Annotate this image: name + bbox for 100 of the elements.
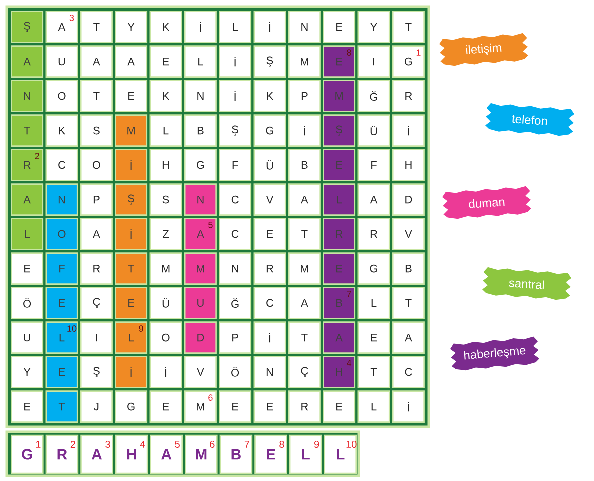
grid-cell: F [46,252,78,285]
grid-cell: E [323,390,356,423]
clue-number: 8 [280,440,284,448]
grid-cell: H [150,149,182,182]
grid-cell: Ş [219,114,252,147]
grid-cell: N [219,252,252,285]
grid-cell: M [288,46,321,78]
grid-cell: E [150,46,182,78]
grid-cell: E [323,11,356,44]
grid-cell: J [80,390,113,423]
grid-cell: M [184,252,217,285]
grid-cell: O [80,149,113,182]
grid-cell: V [254,184,286,216]
clue-number: 7 [347,291,352,298]
grid-cell: I [358,46,390,78]
clue-number: 6 [208,394,213,401]
clue-number: 8 [347,50,352,56]
grid-cell: L [184,46,217,78]
grid-cell: G [358,252,390,285]
word-banner: haberleşme [450,336,540,371]
grid-cell: İ [219,80,252,112]
grid-cell: N [11,80,44,112]
grid-cell: M [323,80,356,112]
grid-cell: K [254,80,286,112]
word-banner: santral [482,267,572,300]
clue-number: 3 [70,15,74,22]
grid-cell: A [115,46,148,78]
grid-cell: U [46,46,78,78]
grid-cell: K [46,114,78,147]
word-banner: duman [442,186,532,220]
grid-cell: M [150,252,182,285]
grid-cell: L [219,11,252,44]
clue-number: 4 [140,441,146,448]
grid-cell: D [392,184,425,216]
clue-number: 1 [36,441,41,448]
grid-cell: L [150,114,182,147]
grid-cell: A [80,218,113,250]
clue-number: 5 [175,441,180,448]
grid-cell: T [392,11,425,44]
grid-cell: P [80,184,113,216]
clue-number: 9 [139,326,144,332]
grid-cell: M [115,114,148,147]
grid-cell: İ [392,390,425,423]
grid-cell: T [80,11,113,44]
grid-cell: Y [115,11,148,44]
grid-cell: R [254,252,286,285]
grid-cell: I [80,322,113,354]
grid-cell: Ş [323,114,356,147]
grid-cell: Ş [115,184,148,216]
grid-cell: L [358,390,390,423]
grid-cell: T [358,356,390,388]
grid-cell: O [46,80,78,112]
grid-cell: Ğ [358,80,390,112]
grid-cell: E [46,287,78,320]
grid-cell: V [392,218,425,250]
clue-number: 2 [35,153,40,160]
grid-cell: K [150,80,182,112]
grid-cell: P [219,322,252,354]
grid-cell: Ş [254,46,286,78]
grid-cell: F [219,149,252,182]
clue-number: 10 [346,440,357,448]
grid-cell: T [80,80,113,112]
grid-cell: Ş [80,356,113,388]
grid-cell: İ [254,11,286,44]
grid-cell: V [184,356,217,388]
clue-number: 7 [244,441,250,448]
grid-cell: E [323,252,356,285]
grid-cell: C [392,356,425,388]
grid-cell: Ö [219,356,252,388]
grid-cell: C [46,149,78,182]
word-banner: telefon [486,103,574,136]
grid-cell: R [288,390,321,423]
grid-cell: E [323,149,356,182]
grid-cell: U [11,322,44,354]
grid-cell: Ö [11,287,44,320]
grid-cell: S [80,114,113,147]
grid-cell: A [11,184,44,216]
grid-cell: R [358,218,390,250]
grid-cell: Ü [150,287,182,320]
grid-cell: A [11,46,44,78]
grid-cell: B [392,252,425,285]
grid-cell: R [392,80,425,112]
grid-cell: R [80,252,113,285]
grid-cell: E [46,356,78,388]
grid-cell: G [115,390,148,423]
grid-cell: T [46,390,78,423]
clue-number: 5 [208,222,213,228]
grid-cell: T [288,218,321,250]
clue-number: 6 [210,440,215,448]
grid-cell: Z [150,218,182,250]
grid-cell: A [288,287,321,320]
grid-cell: A [80,46,113,78]
grid-cell: N [288,11,321,44]
grid-cell: L [358,287,390,320]
grid-cell: İ [115,356,148,388]
grid-cell: İ [392,114,425,147]
grid-cell: T [392,287,425,320]
grid-cell: A [358,184,390,216]
grid-cell: Ü [358,114,390,147]
grid-cell: E [11,390,44,423]
